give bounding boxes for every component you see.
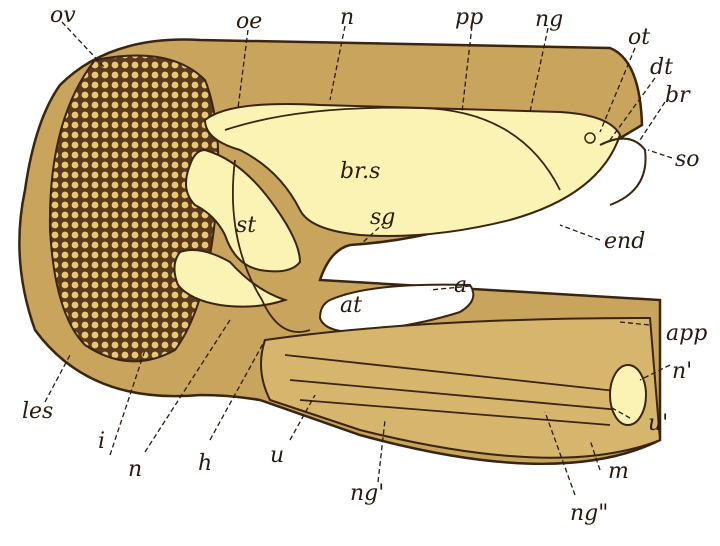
label-sg: sg [370,205,395,230]
tail-region [261,318,660,458]
label-oe: oe [236,9,262,34]
label-m: m [608,459,629,484]
label-u-prime: u' [648,411,668,436]
otolith [585,133,595,143]
label-a: a [454,273,467,298]
label-brs: br.s [340,159,380,184]
label-h: h [198,451,212,476]
label-at: at [340,293,362,318]
label-n-bottom: n [128,457,142,482]
label-ng-double: ng" [570,501,608,526]
label-end: end [604,229,645,254]
label-app: app [666,321,707,346]
label-les: les [22,399,53,424]
label-u: u [270,443,284,468]
label-br: br [665,83,691,108]
label-i: i [98,429,105,454]
label-so: so [675,147,700,172]
label-ot: ot [628,25,650,50]
label-ng-top: ng [535,7,563,32]
label-dt: dt [650,55,673,80]
label-ng-prime: ng' [350,481,384,506]
tail-end [610,365,646,425]
label-n-prime: n' [672,359,692,384]
ovary [50,56,218,362]
label-n-top: n [340,5,354,30]
label-st: st [236,213,256,238]
label-pp: pp [455,5,483,30]
label-ov: ov [50,3,76,28]
